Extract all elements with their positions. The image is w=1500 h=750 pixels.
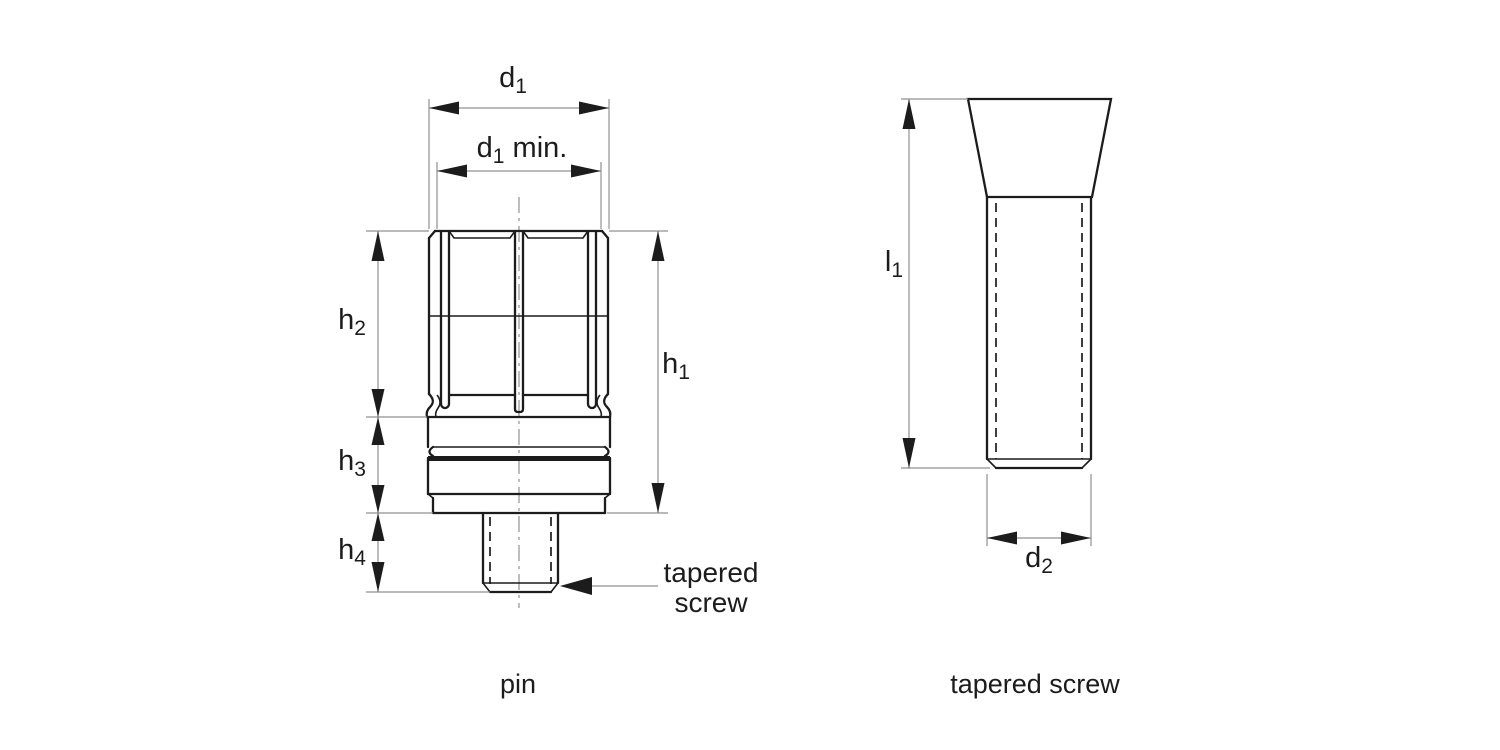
pin-head [427,229,610,414]
d1min-arrow-right [571,164,601,178]
h3-arrow-bottom [371,485,385,513]
leader-text-tapered-screw: tapered screw [631,558,791,618]
screw-shaft [985,195,1093,470]
dim-h-chain [366,230,490,593]
h1-arrow-top [651,231,665,261]
dim-d1 [428,99,610,229]
caption-tapered-screw: tapered screw [950,669,1120,699]
h4-arrow-top [371,513,385,541]
leader-text-line2: screw [674,587,748,618]
label-l1: l1 [884,246,904,282]
h1-arrow-bottom [651,483,665,513]
d1-arrow-left [429,101,459,115]
leader-text-line1: tapered [663,557,759,588]
label-h2: h2 [338,304,366,340]
screw-drawing [901,97,1113,546]
h4-arrow-bottom [371,562,385,592]
h2-arrow-bottom [371,389,385,417]
screw-head [966,97,1113,199]
pin-threaded-stud [481,511,560,594]
label-d2: d2 [1025,542,1053,578]
l1-arrow-top [902,99,916,129]
d2-arrow-right [1061,531,1091,545]
dim-d1-min [436,162,602,229]
dim-h1 [607,230,668,514]
label-d1-min: d1 min. [476,132,568,168]
leader-tapered-screw [560,577,658,595]
dim-l1 [901,98,990,469]
h2-arrow-top [371,231,385,261]
leader-arrowhead [560,577,592,595]
label-h1: h1 [662,348,690,384]
l1-arrow-bottom [902,438,916,468]
label-h3: h3 [338,445,366,481]
pin-drawing [366,99,668,608]
pin-neck [425,392,612,419]
pin-band-section [425,415,612,515]
caption-pin: pin [499,669,537,699]
d1-arrow-right [579,101,609,115]
h3-arrow-top [371,417,385,445]
dim-d2 [986,474,1092,546]
d2-arrow-left [987,531,1017,545]
d1min-arrow-left [437,164,467,178]
label-d1: d1 [499,62,527,98]
label-h4: h4 [338,534,366,570]
